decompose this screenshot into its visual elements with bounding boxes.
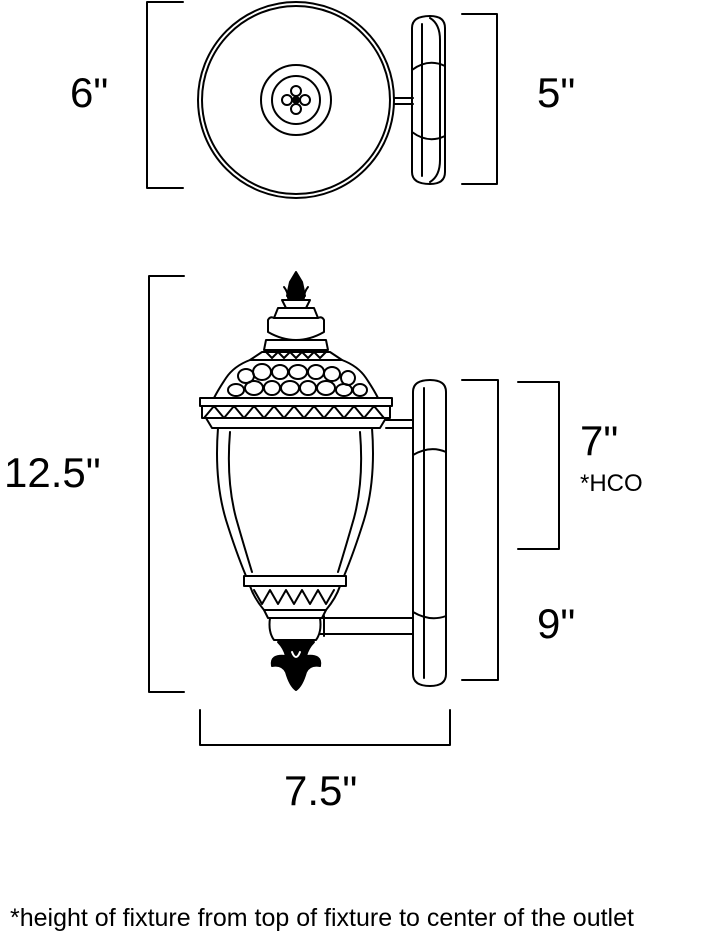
bottom-finial (270, 641, 322, 691)
finial (263, 271, 329, 351)
dome-stones (227, 363, 368, 397)
hco-label: 7" (580, 417, 619, 464)
top-view (146, 1, 498, 199)
dimension-bracket-top-width (146, 1, 184, 189)
lower-arm (319, 615, 414, 637)
hco-note-label: *HCO (580, 470, 643, 497)
dimension-bracket-height (148, 275, 185, 693)
front-view (148, 271, 560, 746)
top-depth-label: 5" (537, 69, 576, 116)
dimension-bracket-top-depth (461, 13, 498, 185)
top-width-label: 6" (70, 69, 109, 116)
top-view-inner-ring (201, 5, 391, 195)
dimension-bracket-hco (517, 381, 560, 550)
front-wall-plate (412, 379, 447, 687)
height-label: 12.5" (4, 449, 101, 496)
lamp-dome (213, 351, 379, 399)
top-view-outer-ring (197, 1, 395, 199)
dimension-bracket-width (199, 709, 451, 746)
top-view-wall-plate (393, 15, 446, 185)
lamp-glass (216, 427, 374, 577)
top-view-finial (281, 85, 311, 115)
dimension-bracket-extension (461, 379, 499, 681)
lamp-collar (199, 397, 393, 429)
footnote: *height of fixture from top of fixture t… (10, 904, 634, 932)
extension-label: 9" (537, 600, 576, 647)
lower-ring (243, 575, 347, 641)
width-label: 7.5" (284, 767, 358, 814)
top-view-cap (260, 64, 332, 136)
upper-arm (385, 419, 414, 429)
top-view-cap-inner (271, 75, 321, 125)
